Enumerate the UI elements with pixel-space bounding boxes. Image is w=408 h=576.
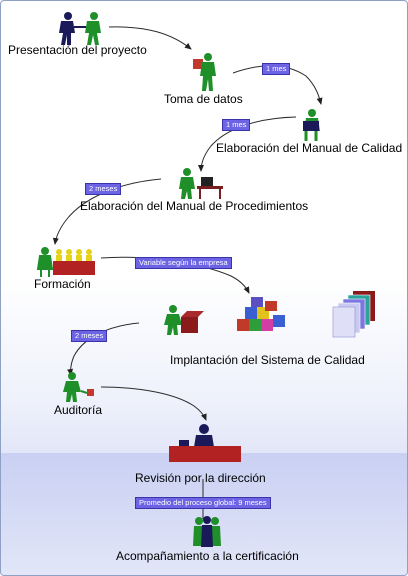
step-revision: Revisión por la dirección <box>135 471 266 485</box>
director-at-desk-icon <box>169 424 241 462</box>
arrow-1 <box>108 26 192 50</box>
step-toma-datos: Toma de datos <box>164 92 243 106</box>
document-stack-icon <box>332 291 375 338</box>
figure-packing-icon <box>164 305 204 335</box>
step-implantacion: Implantación del Sistema de Calidad <box>170 353 365 367</box>
duration-badge-4: Variable según la empresa <box>135 257 232 269</box>
bottom-band <box>1 453 407 575</box>
arrow-2 <box>232 65 323 105</box>
duration-badge-3: 2 meses <box>85 183 122 195</box>
step-manual-calidad: Elaboración del Manual de Calidad <box>216 141 403 155</box>
figure-at-computer-icon <box>179 168 223 199</box>
arrow-3 <box>198 116 297 172</box>
duration-badge-1: 1 mes <box>262 63 291 75</box>
figure-at-desk-icon <box>303 109 320 141</box>
flow-arrows <box>52 26 323 519</box>
step-acompanamiento: Acompañamiento a la certificación <box>116 549 299 563</box>
figure-with-box-icon <box>193 53 216 91</box>
step-formacion: Formación <box>34 277 91 291</box>
step-auditoria: Auditoría <box>54 403 103 417</box>
step-presentacion: Presentación del proyecto <box>8 43 147 57</box>
step-manual-procedimientos: Elaboración del Manual de Procedimientos <box>80 199 309 213</box>
duration-badge-2: 1 mes <box>222 119 251 131</box>
audience-training-icon <box>36 247 95 277</box>
colored-blocks-icon <box>237 297 285 331</box>
arrow-7 <box>100 386 207 421</box>
duration-badge-6: Promedio del proceso global: 9 meses <box>135 497 271 509</box>
handshake-figures-icon <box>59 12 101 45</box>
arrow-4 <box>52 178 162 245</box>
arrow-5 <box>100 256 250 294</box>
duration-badge-5: 2 meses <box>71 330 108 342</box>
team-figures-icon <box>193 516 221 547</box>
figure-inspecting-icon <box>63 372 94 402</box>
arrow-6 <box>67 322 140 376</box>
